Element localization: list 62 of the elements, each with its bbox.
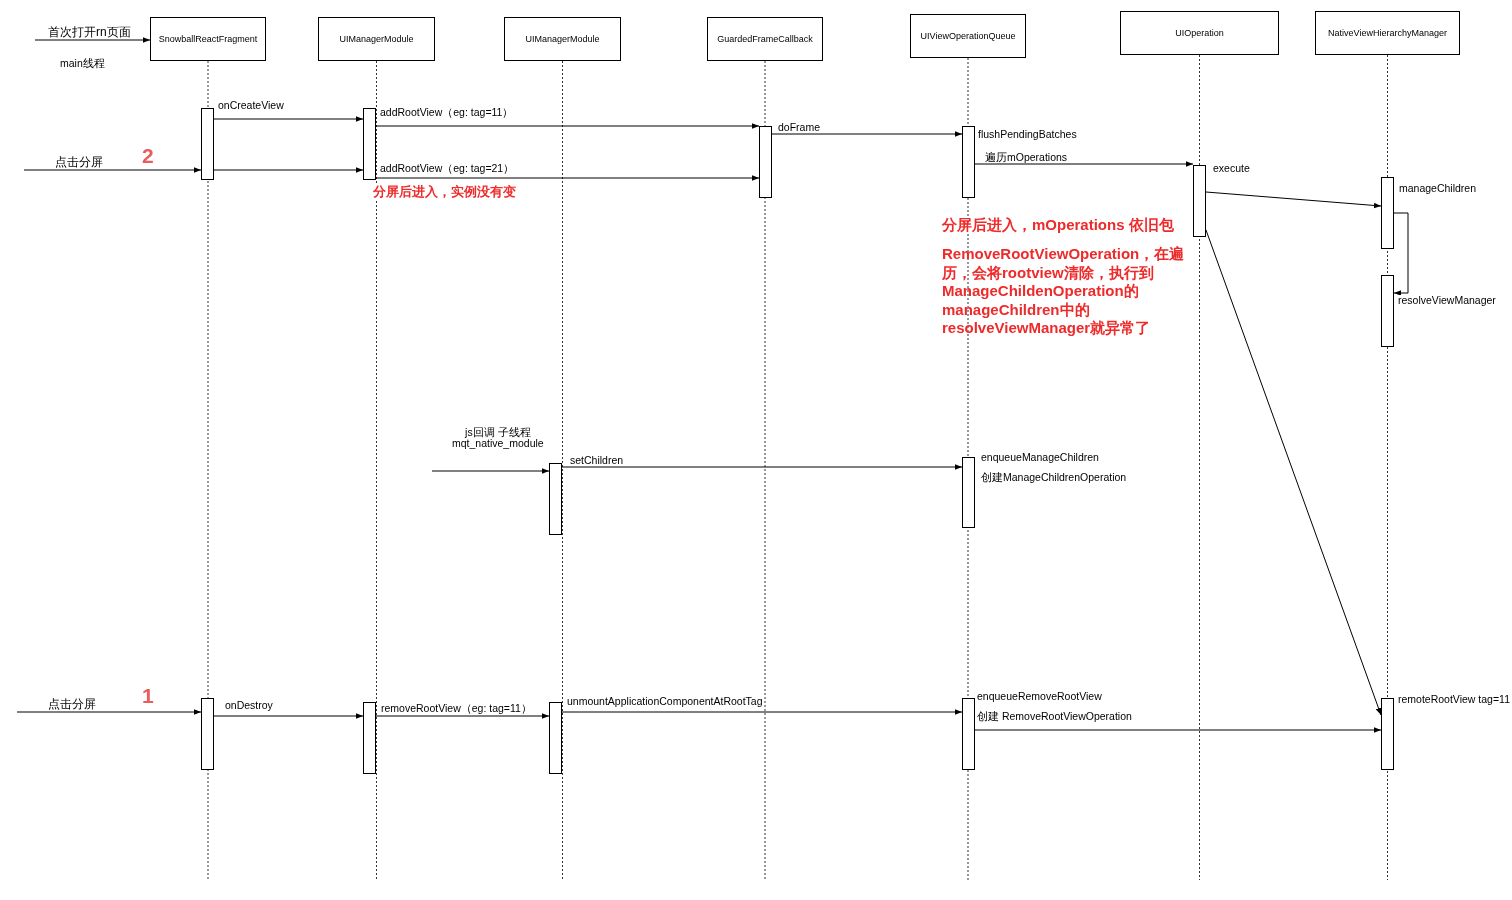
activation-bar <box>363 108 376 180</box>
message-arrow <box>213 167 364 173</box>
message-label: remoteRootView tag=11 <box>1398 694 1510 705</box>
participant-box: UIManagerModule <box>504 17 621 61</box>
message-arrow <box>974 727 1382 733</box>
activation-bar <box>759 126 772 198</box>
activation-bar <box>201 108 214 180</box>
activation-bar <box>1381 698 1394 770</box>
activation-bar <box>549 463 562 535</box>
note-text: 分屏后进入，实例没有变 <box>373 184 516 200</box>
message-label: flushPendingBatches <box>978 129 1077 140</box>
edge-label: setChildren <box>570 455 624 466</box>
message-arrow <box>771 131 963 137</box>
edge-label: onCreateView <box>218 100 284 111</box>
message-label: enqueueManageChildren <box>981 452 1099 463</box>
message-arrow <box>1205 191 1382 209</box>
message-label: 创建ManageChildrenOperation <box>981 472 1127 483</box>
main-thread-label: main线程 <box>60 58 105 69</box>
activation-bar <box>549 702 562 774</box>
message-arrow <box>561 709 963 715</box>
activation-bar <box>363 702 376 774</box>
message-label: 创建 RemoveRootViewOperation <box>977 711 1132 722</box>
message-label: execute <box>1213 163 1250 174</box>
edge-label: 点击分屏 <box>55 155 103 169</box>
participant-box: SnowballReactFragment <box>150 17 266 61</box>
activation-bar <box>962 457 975 528</box>
edge-label: doFrame <box>778 122 820 133</box>
message-arrow <box>213 713 364 719</box>
activation-bar <box>1381 275 1394 347</box>
edge-label: 遍历mOperations <box>985 152 1068 163</box>
activation-bar <box>201 698 214 770</box>
activation-bar <box>1381 177 1394 249</box>
activation-bar <box>962 698 975 770</box>
participant-box: UIOperation <box>1120 11 1279 55</box>
note-text: RemoveRootViewOperation，在遍历，会将rootview清除，执行到ManageChildenOperation的manageChildren中的resolveViewManager就异常了 <box>942 245 1186 338</box>
edge-label: 点击分屏 <box>48 697 96 711</box>
edge-label: js回调 子线程 mqt_native_module <box>452 427 544 449</box>
message-arrow <box>1393 212 1409 296</box>
message-arrow <box>561 464 963 470</box>
participant-box: UIViewOperationQueue <box>910 14 1026 58</box>
message-arrow <box>974 161 1194 167</box>
message-label: enqueueRemoveRootView <box>977 691 1102 702</box>
note-text: 分屏后进入，mOperations 依旧包 <box>942 216 1174 234</box>
participant-box: UIManagerModule <box>318 17 435 61</box>
message-arrow <box>375 123 760 129</box>
edge-label: resolveViewManager <box>1398 295 1496 306</box>
message-arrow <box>34 37 151 43</box>
message-arrow <box>213 116 364 122</box>
message-arrow <box>1205 229 1382 716</box>
message-arrow <box>375 713 550 719</box>
message-arrow <box>16 709 202 715</box>
edge-label: onDestroy <box>225 700 273 711</box>
edge-label: unmountApplicationComponentAtRootTag <box>567 696 763 707</box>
participant-box: GuardedFrameCallback <box>707 17 823 61</box>
message-arrow <box>375 175 760 181</box>
edge-label: 首次打开rn页面 <box>48 25 131 39</box>
message-arrow <box>23 167 202 173</box>
message-arrow <box>431 468 550 474</box>
participant-box: NativeViewHierarchyManager <box>1315 11 1460 55</box>
activation-bar <box>962 126 975 198</box>
activation-bar <box>1193 165 1206 237</box>
message-label: manageChildren <box>1399 183 1477 194</box>
